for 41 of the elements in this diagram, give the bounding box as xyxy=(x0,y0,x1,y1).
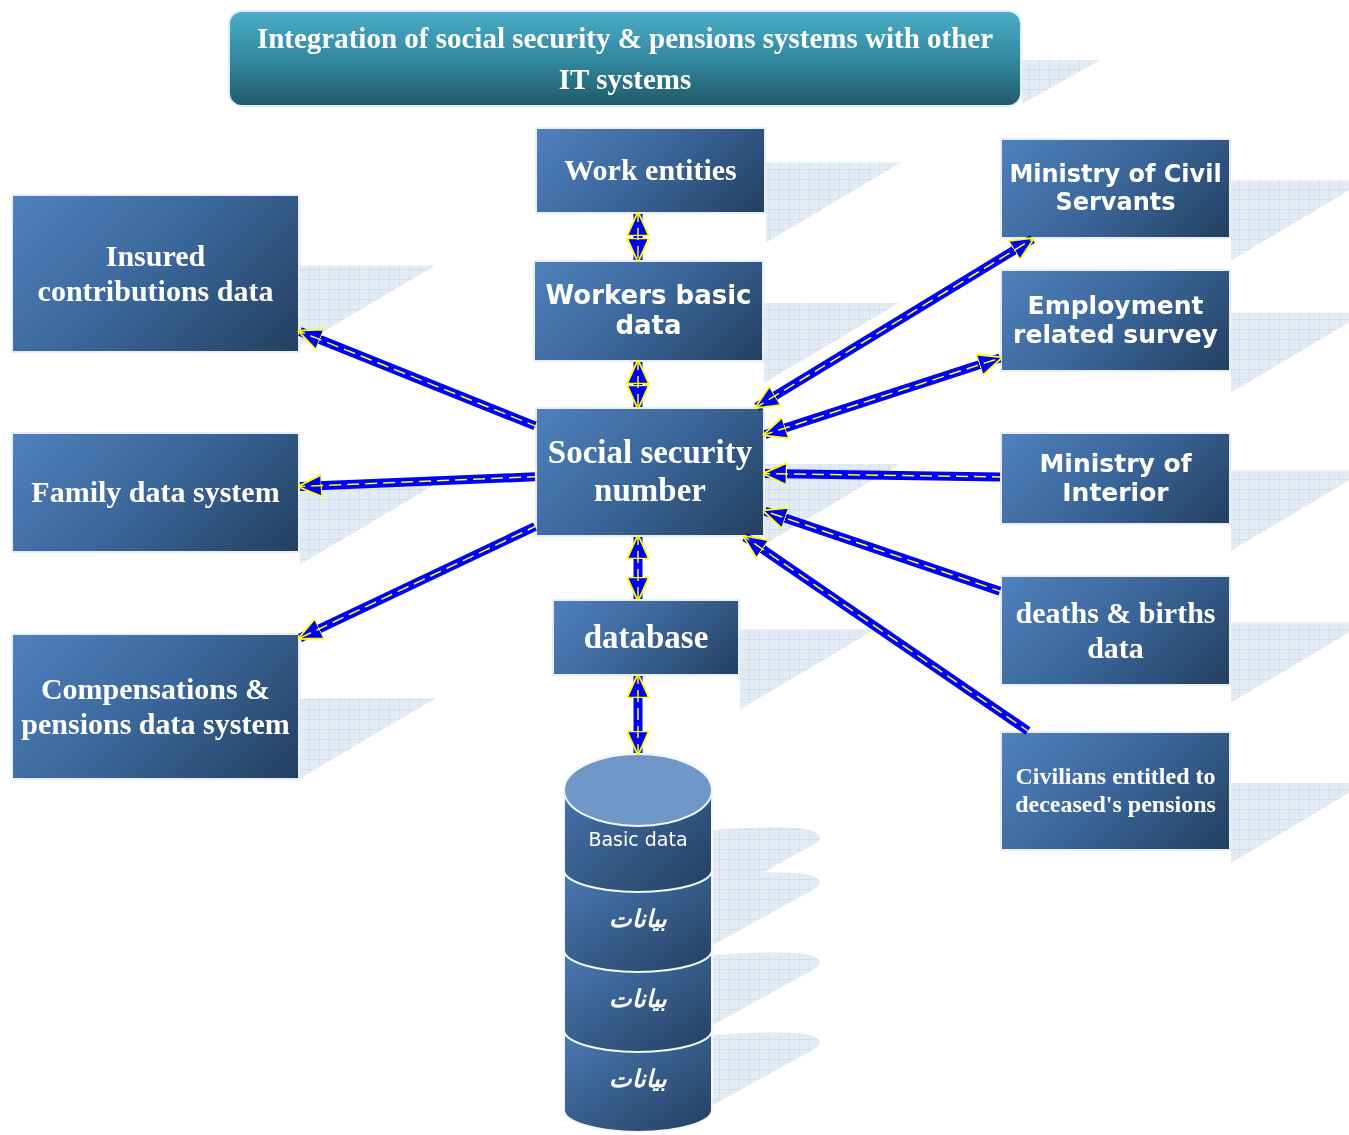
box-label: Compensations & pensions data system xyxy=(20,672,291,741)
process-box xyxy=(535,127,766,214)
process-box xyxy=(11,633,300,780)
process-box xyxy=(1000,731,1231,851)
double-arrow xyxy=(626,672,650,757)
arrow xyxy=(761,462,1001,486)
box-label: deaths & births data xyxy=(1014,596,1217,665)
process-box xyxy=(535,407,765,537)
process-box xyxy=(533,260,764,362)
double-arrow xyxy=(761,353,1004,440)
title-banner: Integration of social security & pensions systems with other IT systems xyxy=(228,10,1022,107)
arrow xyxy=(296,472,536,498)
box-label: Workers basic data xyxy=(544,281,753,341)
process-box xyxy=(1000,269,1231,372)
arrow xyxy=(741,533,1031,735)
box-label: Work entities xyxy=(563,153,738,188)
box-label: Employment related survey xyxy=(1012,291,1219,350)
box-label: Social security number xyxy=(546,434,754,510)
process-box xyxy=(11,432,300,553)
double-arrow xyxy=(626,210,650,264)
box-label: Ministry of Interior xyxy=(1038,449,1193,508)
segment-label: بيانات xyxy=(608,906,668,934)
process-box xyxy=(1000,575,1231,686)
segment-label: بيانات xyxy=(608,1066,668,1094)
arrow xyxy=(761,506,1002,596)
segment-label: Basic data xyxy=(587,829,689,851)
process-box xyxy=(1000,138,1231,239)
arrow xyxy=(296,522,537,643)
box-label: Civilians entitled to deceased's pensions xyxy=(1014,763,1217,819)
box-label: Insured contributions data xyxy=(36,239,275,308)
box-label: Ministry of Civil Servants xyxy=(1008,160,1223,217)
process-box xyxy=(1000,432,1231,525)
arrow xyxy=(296,327,537,430)
segment-label: بيانات xyxy=(608,986,668,1014)
process-box xyxy=(552,599,740,676)
double-arrow xyxy=(626,533,650,603)
box-label: database xyxy=(582,618,710,657)
box-label: Family data system xyxy=(30,475,281,510)
double-arrow xyxy=(626,358,650,411)
double-arrow xyxy=(753,235,1036,411)
process-box xyxy=(11,194,300,353)
